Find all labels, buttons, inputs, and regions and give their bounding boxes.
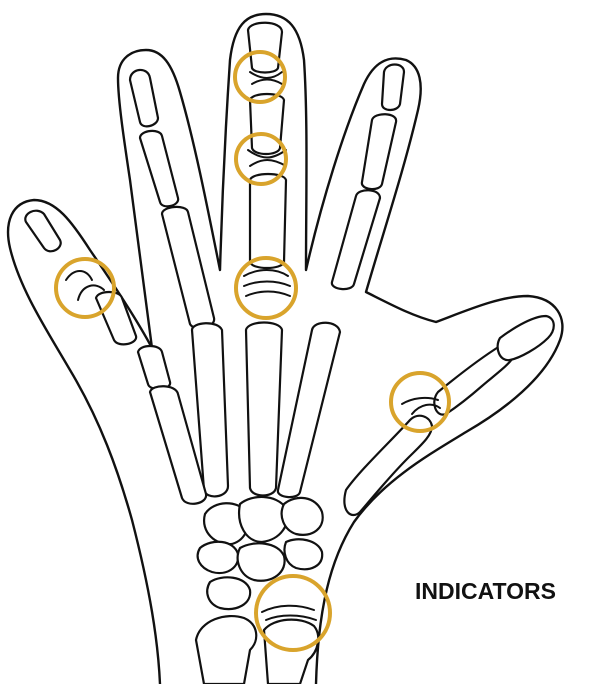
wrist-bones: [196, 497, 323, 684]
thumb-bones: [344, 316, 553, 515]
indicators-label: INDICATORS: [415, 578, 556, 605]
